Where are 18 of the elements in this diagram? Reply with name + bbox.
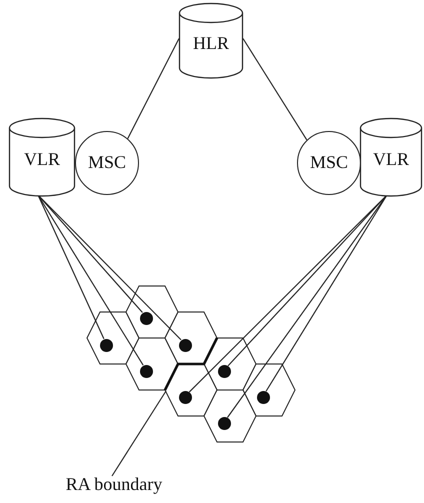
node-label: MSC xyxy=(86,152,128,173)
connector-line xyxy=(127,38,180,139)
connector-line xyxy=(38,194,182,340)
node-label: MSC xyxy=(308,152,350,173)
connector-line xyxy=(227,194,388,418)
connector-line xyxy=(242,38,308,140)
leader-line xyxy=(112,390,166,476)
boundary-label: RA boundary xyxy=(64,474,164,495)
connector-line xyxy=(38,194,144,366)
database-cylinder xyxy=(360,118,422,196)
database-cylinder xyxy=(179,3,243,78)
node-label: VLR xyxy=(23,149,61,170)
connector-line xyxy=(266,194,388,392)
node-label: VLR xyxy=(372,149,410,170)
connector-line xyxy=(38,194,104,340)
connector-line xyxy=(228,194,388,366)
node-label: HLR xyxy=(192,32,230,54)
database-cylinder xyxy=(9,118,75,196)
